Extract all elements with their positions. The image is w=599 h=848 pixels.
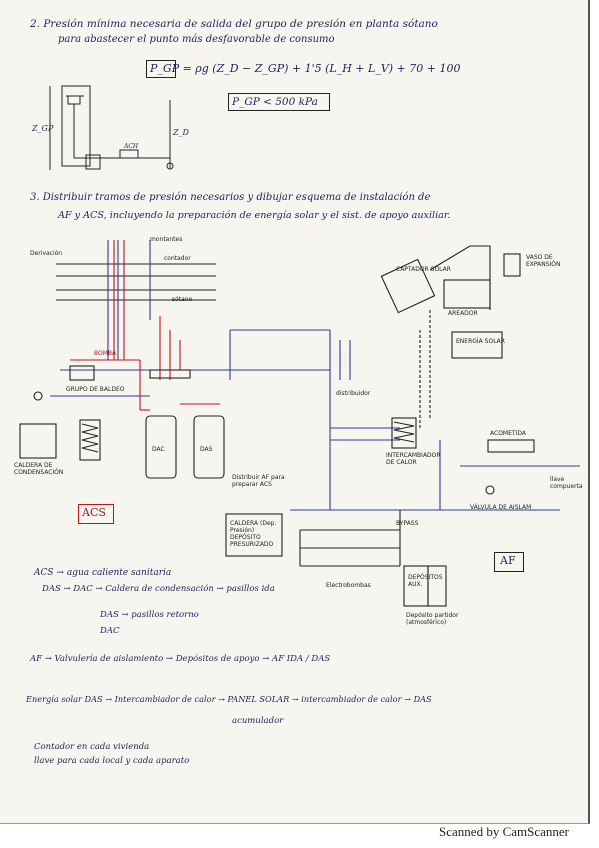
label-vaso: VASO DE EXPANSIÓN [526, 254, 561, 268]
section2-title-line1: 2. Presión mínima necesaria de salida de… [30, 18, 438, 30]
section3-title-line2: AF y ACS, incluyendo la preparación de e… [58, 210, 451, 221]
formula-pgp-box [146, 60, 176, 78]
label-energia-solar: ENERGÍA SOLAR [456, 338, 505, 345]
label-bypass: BYPASS [396, 520, 419, 527]
label-valvula: VÁLVULA DE AISLAM [470, 504, 532, 511]
scanner-watermark: Scanned by CamScanner [439, 824, 569, 839]
label-electrobombas: Electrobombas [326, 582, 371, 589]
acs-tag-box [78, 504, 114, 524]
ach-label: ACH [124, 143, 139, 150]
label-llave-general: llave compuerta [550, 476, 583, 490]
note-line: DAS → pasillos retorno [100, 610, 199, 620]
acs-tag: ACS [82, 506, 106, 519]
label-distribuir-af: Distribuir AF para preparar ACS [232, 474, 285, 488]
label-contador: contador [164, 255, 191, 262]
label-sotano: sótano [172, 296, 193, 303]
label-grupo-bombeo: GRUPO DE BALDEO [66, 386, 125, 393]
label-bomba: BOMBA [94, 350, 117, 357]
label-montantes: montantes [150, 236, 183, 243]
label-caldera-dep: CALDERA (Dep. Presión) DEPÓSITO PRESURIZ… [230, 520, 277, 548]
label-deposito-partidor: Depósito partidor (atmosférico) [406, 612, 459, 626]
zd-label: Z_D [173, 128, 189, 137]
note-line: AF → Valvulería de aislamiento → Depósit… [30, 654, 331, 664]
zgp-label: Z_GP [32, 124, 54, 133]
acs-risers [70, 240, 220, 411]
section2-title-line2: para abastecer el punto más desfavorable… [58, 34, 335, 45]
section2-result: P_GP < 500 kPa [232, 96, 318, 108]
label-distribuidor: distribuidor [336, 390, 371, 397]
label-das: DAS [200, 446, 213, 453]
note-line: Contador en cada vivienda [34, 742, 150, 752]
result-box [228, 93, 330, 111]
label-dac: DAC [152, 446, 165, 453]
floor-lines [56, 263, 216, 301]
section3-title-line1: 3. Distribuir tramos de presión necesari… [30, 192, 431, 203]
note-line: DAS → DAC → Caldera de condensación → pa… [42, 584, 275, 594]
notebook-page [0, 0, 590, 824]
label-caldera: CALDERA DE CONDENSACIÓN [14, 462, 64, 476]
label-depositos-aux: DEPÓSITOS AUX. [408, 574, 443, 588]
label-aereador: AREADOR [448, 310, 478, 317]
note-line: DAC [100, 626, 120, 636]
label-intercambiador: INTERCAMBIADOR DE CALOR [386, 452, 441, 466]
label-acometida: ACOMETIDA [490, 430, 526, 437]
af-tag: AF [500, 554, 516, 567]
section2-formula: P_GP = ρg (Z_D − Z_GP) + 1'5 (L_H + L_V)… [150, 62, 461, 75]
label-derivacion: Derivación [30, 250, 63, 257]
label-captador: CAPTADOR SOLAR [396, 266, 451, 273]
note-line: acumulador [232, 716, 284, 726]
af-risers [50, 240, 580, 511]
note-line: llave para cada local y cada aparato [34, 756, 190, 766]
note-line: ACS → agua caliente sanitaria [34, 568, 172, 578]
af-tag-box [494, 552, 524, 572]
note-line: Energía solar DAS → Intercambiador de ca… [26, 694, 432, 704]
